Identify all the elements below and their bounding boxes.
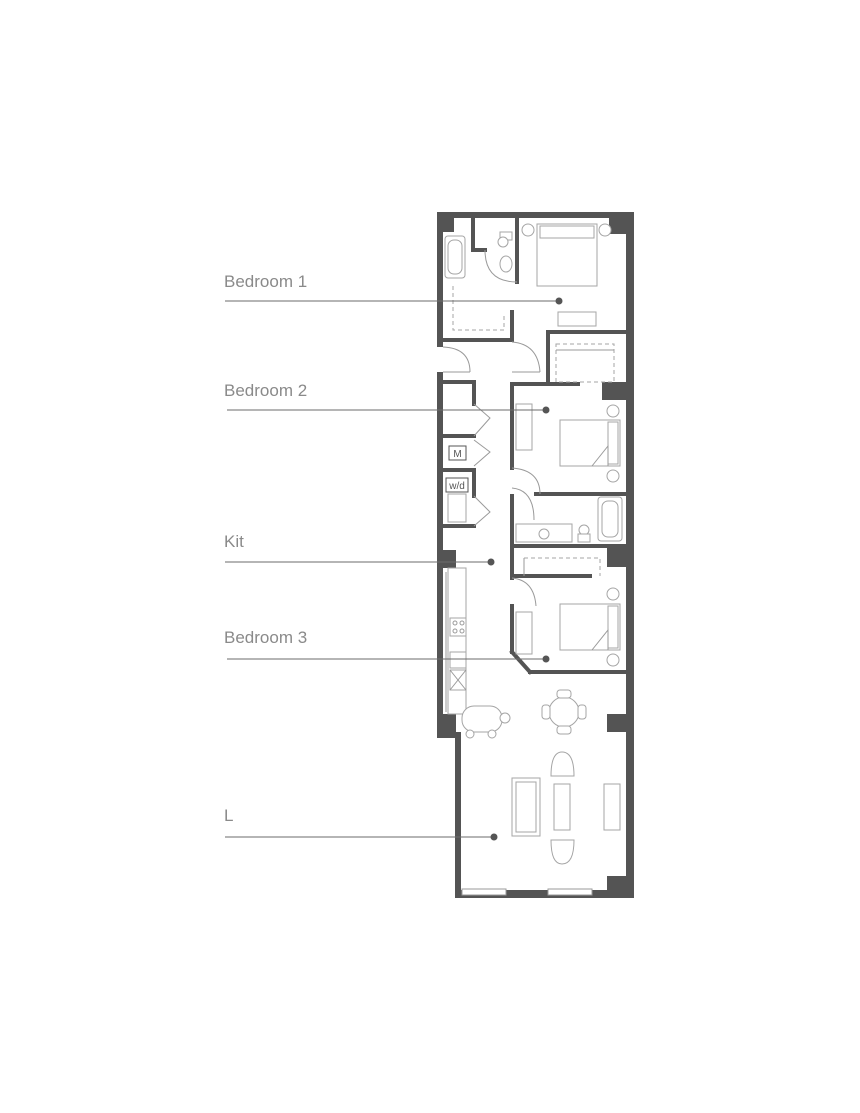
interior-walls [441, 216, 628, 675]
room-labels: Bedroom 1 Bedroom 2 Kit Bedroom 3 L [224, 272, 563, 841]
outer-walls [437, 212, 634, 898]
room-label-bedroom-3: Bedroom 3 [224, 628, 307, 647]
mechanical-tag-text: M [453, 449, 461, 460]
dot-bedroom-1 [555, 297, 563, 305]
washer-dryer-tag [445, 477, 469, 493]
washer-dryer-tag-text: w/d [448, 481, 465, 492]
doors [442, 249, 541, 607]
mechanical-tag [448, 445, 467, 461]
utility-tags: M w/d [445, 445, 469, 523]
dot-bedroom-2 [542, 406, 550, 414]
bottom-windows [461, 888, 593, 896]
room-label-bedroom-1: Bedroom 1 [224, 272, 307, 291]
room-label-kit: Kit [224, 532, 244, 551]
room-label-bedroom-2: Bedroom 2 [224, 381, 307, 400]
room-label-living: L [224, 806, 233, 825]
dot-bedroom-3 [542, 655, 550, 663]
dot-kit [487, 558, 495, 566]
fixtures [444, 223, 623, 865]
dot-living [490, 833, 498, 841]
